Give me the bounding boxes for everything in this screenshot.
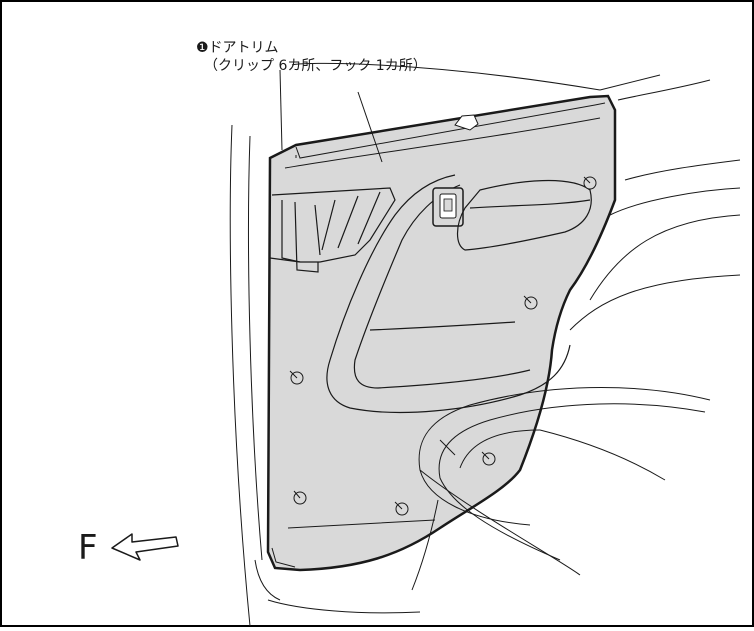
window-switch [432, 187, 464, 227]
door-handle-pocket [269, 187, 396, 273]
clip-circle-icon [289, 176, 597, 516]
front-direction-letter: F [78, 528, 98, 568]
front-arrow-icon [111, 533, 179, 561]
door-trim-panel [266, 94, 617, 572]
hook-tab [454, 114, 479, 131]
armrest-contour [326, 174, 571, 414]
callout-leader-line [357, 91, 383, 163]
part-name-label: ❶ドアトリム [196, 40, 279, 56]
upper-panel-recess [456, 179, 592, 251]
wiring-lines [411, 387, 711, 591]
body-outline [229, 62, 741, 627]
fastener-count-label: （クリップ 6カ所、フック 1カ所） [204, 58, 427, 74]
